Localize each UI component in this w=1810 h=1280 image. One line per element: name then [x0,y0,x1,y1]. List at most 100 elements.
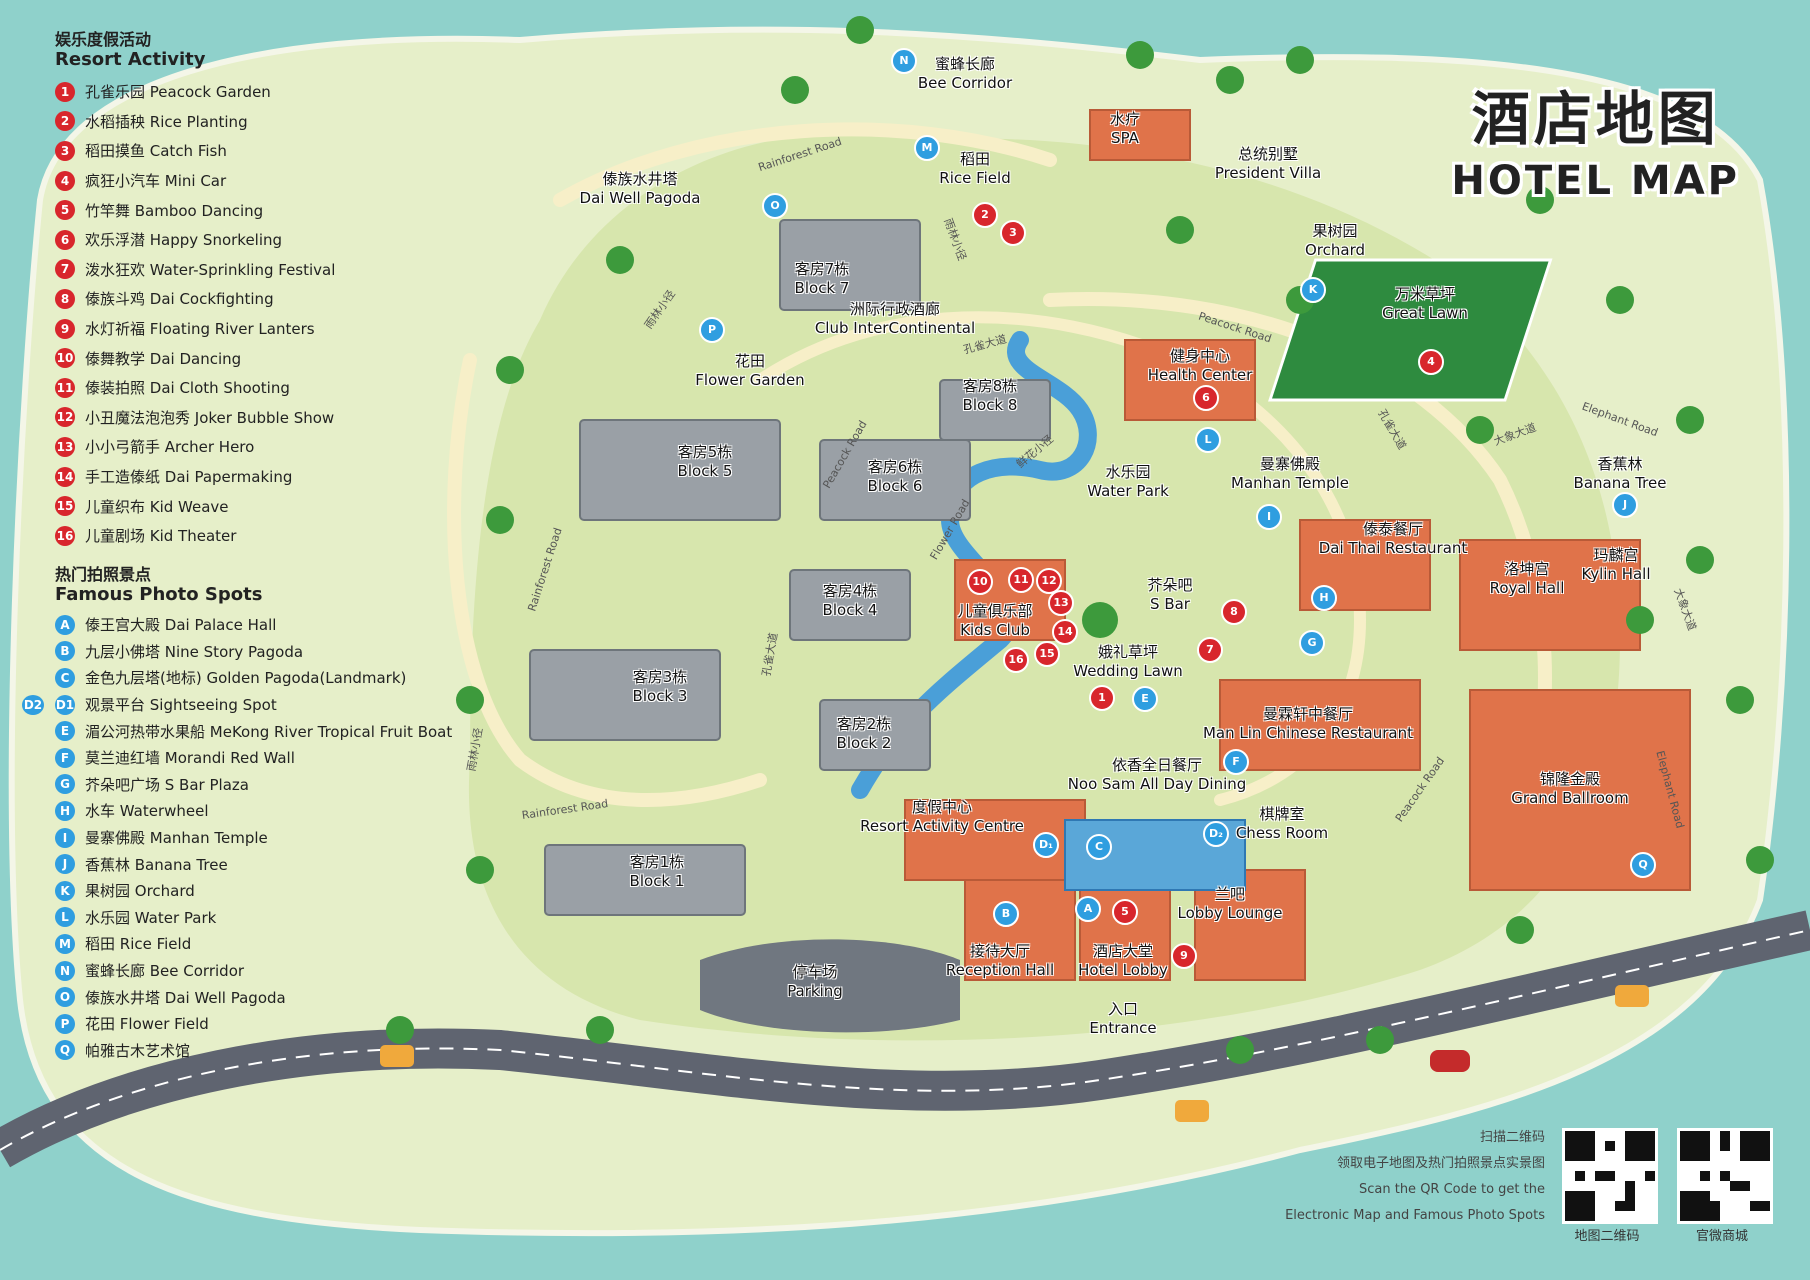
car-right [1615,985,1649,1007]
activity-label: 疯狂小汽车 Mini Car [85,172,227,191]
spot-label: 帕雅古木艺术馆 [85,1041,191,1060]
pin-spot-O[interactable]: O [762,193,788,219]
spot-badge: A [55,614,75,635]
spot-badge: K [55,880,75,901]
spot-badge: C [55,667,75,688]
block1-building [544,844,746,916]
pin-spot-D2[interactable]: D₂ [1203,821,1229,847]
pin-activity-11[interactable]: 11 [1008,567,1034,593]
pin-activity-10[interactable]: 10 [967,569,993,595]
pin-activity-2[interactable]: 2 [972,202,998,228]
spot-badge: G [55,774,75,795]
qr-code-shop[interactable] [1677,1128,1773,1224]
pin-spot-N[interactable]: N [891,48,917,74]
pin-spot-I[interactable]: I [1256,504,1282,530]
spot-badge: P [55,1013,75,1034]
pin-activity-15[interactable]: 15 [1034,641,1060,667]
activity-label: 水灯祈福 Floating River Lanters [85,320,315,339]
pin-spot-G[interactable]: G [1299,630,1325,656]
pin-spot-E[interactable]: E [1132,686,1158,712]
activity-title-cn: 娱乐度假活动 [55,30,152,49]
pin-spot-C[interactable]: C [1086,834,1112,860]
pin-spot-D1[interactable]: D₁ [1033,832,1059,858]
pin-activity-9[interactable]: 9 [1171,943,1197,969]
spot-badge: J [55,854,75,875]
qr-map-pattern [1565,1131,1655,1221]
pin-activity-6[interactable]: 6 [1193,385,1219,411]
block2-building [819,699,931,771]
pin-spot-A[interactable]: A [1075,896,1101,922]
pin-spot-H[interactable]: H [1311,585,1337,611]
spot-label: 水车 Waterwheel [85,802,209,821]
pin-spot-J[interactable]: J [1612,492,1638,518]
pin-spot-L[interactable]: L [1195,427,1221,453]
pin-activity-3[interactable]: 3 [1000,220,1026,246]
pin-activity-1[interactable]: 1 [1089,685,1115,711]
qr-code-map[interactable] [1562,1128,1658,1224]
pin-spot-B[interactable]: B [993,901,1019,927]
pin-activity-5[interactable]: 5 [1112,899,1138,925]
pin-spot-M[interactable]: M [914,135,940,161]
pin-spot-K[interactable]: K [1300,277,1326,303]
spot-label: 曼寨佛殿 Manhan Temple [85,829,268,848]
pin-spot-P[interactable]: P [699,317,725,343]
pin-spot-F[interactable]: F [1223,749,1249,775]
title-en: HOTEL MAP [1451,158,1740,204]
pin-activity-16[interactable]: 16 [1003,647,1029,673]
activity-badge: 16 [55,525,75,546]
block3-building [529,649,721,741]
pin-activity-7[interactable]: 7 [1197,637,1223,663]
qr-shop-pattern [1680,1131,1770,1221]
activity-badge: 14 [55,466,75,487]
pin-activity-8[interactable]: 8 [1221,599,1247,625]
activity-label: 傣舞教学 Dai Dancing [85,349,242,368]
pin-activity-12[interactable]: 12 [1036,568,1062,594]
pin-activity-4[interactable]: 4 [1418,349,1444,375]
pin-activity-14[interactable]: 14 [1052,619,1078,645]
pin-spot-Q[interactable]: Q [1630,852,1656,878]
pin-activity-13[interactable]: 13 [1048,590,1074,616]
